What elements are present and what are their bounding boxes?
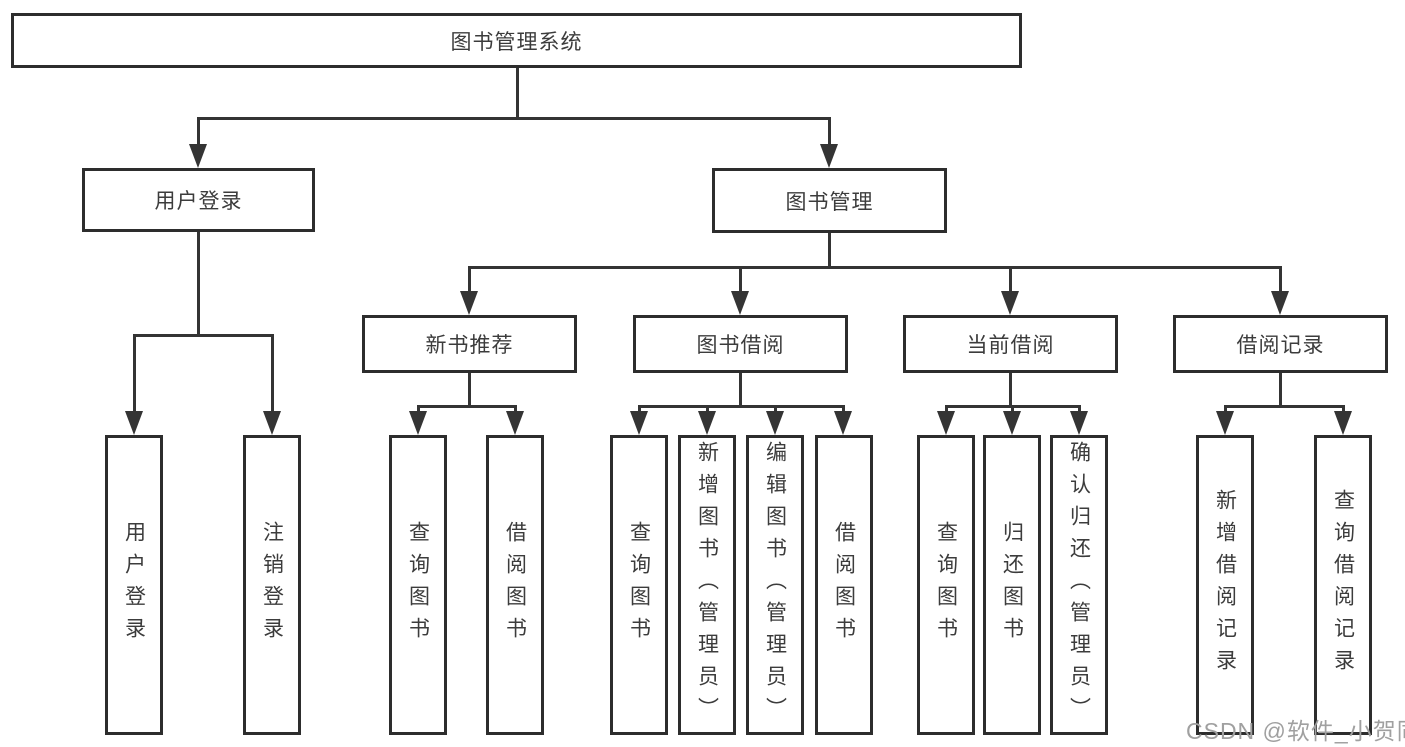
arrow-down-icon [460, 291, 478, 315]
node-leaf-query-borrow-record: 查询借阅记录 [1314, 435, 1372, 735]
node-borrow-record: 借阅记录 [1173, 315, 1388, 373]
arrow-down-icon [1216, 411, 1234, 435]
node-label: 查询借阅记录 [1331, 489, 1355, 681]
connector-group-e-hline [1225, 405, 1343, 408]
node-label: 新增图书（管理员） [695, 441, 719, 729]
node-new-book-recommend: 新书推荐 [362, 315, 577, 373]
arrow-down-icon [263, 411, 281, 435]
node-label: 注销登录 [260, 521, 284, 649]
node-leaf-query-book-3: 查询图书 [917, 435, 975, 735]
connector-drop-c3 [774, 405, 777, 413]
connector-drop-d3 [1078, 405, 1081, 413]
connector-book-borrow-stem [739, 373, 742, 408]
connector-drop-book-borrow [739, 266, 742, 292]
node-root-library-system: 图书管理系统 [11, 13, 1022, 68]
connector-drop-d2 [1011, 405, 1014, 413]
node-leaf-query-book-1: 查询图书 [389, 435, 447, 735]
connector-current-borrow-stem [1009, 373, 1012, 408]
arrow-down-icon [409, 411, 427, 435]
arrow-down-icon [820, 144, 838, 168]
arrow-down-icon [630, 411, 648, 435]
connector-level2-hline [468, 266, 1281, 269]
arrow-down-icon [937, 411, 955, 435]
connector-new-book-recommend-stem [468, 373, 471, 408]
connector-group-c-hline [639, 405, 844, 408]
node-label: 查询图书 [627, 521, 651, 649]
connector-drop-d1 [945, 405, 948, 413]
arrow-down-icon [1271, 291, 1289, 315]
connector-root-stem [516, 68, 519, 119]
node-book-management: 图书管理 [712, 168, 947, 233]
node-current-borrow: 当前借阅 [903, 315, 1118, 373]
arrow-down-icon [189, 144, 207, 168]
connector-user-login-stem [197, 232, 200, 336]
node-leaf-borrow-book-1: 借阅图书 [486, 435, 544, 735]
node-label: 借阅图书 [503, 521, 527, 649]
connector-drop-c2 [706, 405, 709, 413]
node-label: 用户登录 [122, 521, 146, 649]
node-label: 用户登录 [154, 190, 243, 213]
connector-drop-new-book-recommend [468, 266, 471, 292]
connector-drop-e1 [1224, 405, 1227, 413]
node-label: 查询图书 [934, 521, 958, 649]
connector-drop-leaf-user-login [133, 334, 136, 412]
node-leaf-edit-book-admin: 编辑图书（管理员） [746, 435, 804, 735]
arrow-down-icon [1003, 411, 1021, 435]
arrow-down-icon [1070, 411, 1088, 435]
csdn-watermark: CSDN @软件_小贺同学 [1186, 718, 1405, 744]
connector-drop-book-management [828, 117, 831, 147]
connector-drop-b2 [514, 405, 517, 413]
connector-drop-leaf-logout [271, 334, 274, 412]
connector-drop-c4 [842, 405, 845, 413]
connector-user-login-hline [133, 334, 273, 337]
arrow-down-icon [1001, 291, 1019, 315]
node-label: 借阅图书 [832, 521, 856, 649]
node-label: 新书推荐 [425, 334, 514, 357]
node-label: 图书管理系统 [450, 30, 583, 54]
node-label: 图书管理 [785, 190, 874, 214]
connector-drop-current-borrow [1009, 266, 1012, 292]
connector-drop-b1 [417, 405, 420, 413]
node-leaf-user-login: 用户登录 [105, 435, 163, 735]
node-label: 新增借阅记录 [1213, 489, 1237, 681]
node-label: 当前借阅 [966, 334, 1055, 357]
connector-drop-user-login [197, 117, 200, 147]
node-label: 编辑图书（管理员） [763, 441, 787, 729]
node-leaf-borrow-book-2: 借阅图书 [815, 435, 873, 735]
node-leaf-logout: 注销登录 [243, 435, 301, 735]
arrow-down-icon [731, 291, 749, 315]
node-leaf-confirm-return-admin: 确认归还（管理员） [1050, 435, 1108, 735]
connector-borrow-record-stem [1279, 373, 1282, 408]
connector-drop-e2 [1342, 405, 1345, 413]
node-label: 借阅记录 [1236, 334, 1325, 357]
arrow-down-icon [125, 411, 143, 435]
arrow-down-icon [834, 411, 852, 435]
connector-drop-c1 [638, 405, 641, 413]
node-label: 图书借阅 [696, 334, 785, 357]
connector-group-b-hline [418, 405, 515, 408]
node-leaf-return-book: 归还图书 [983, 435, 1041, 735]
node-leaf-add-book-admin: 新增图书（管理员） [678, 435, 736, 735]
arrow-down-icon [506, 411, 524, 435]
connector-book-management-stem [828, 233, 831, 268]
node-user-login: 用户登录 [82, 168, 315, 232]
connector-level1-hline [197, 117, 831, 120]
node-label: 查询图书 [406, 521, 430, 649]
node-label: 归还图书 [1000, 521, 1024, 649]
arrow-down-icon [1334, 411, 1352, 435]
connector-drop-borrow-record [1279, 266, 1282, 292]
node-book-borrow: 图书借阅 [633, 315, 848, 373]
node-label: 确认归还（管理员） [1067, 441, 1091, 729]
node-leaf-query-book-2: 查询图书 [610, 435, 668, 735]
arrow-down-icon [698, 411, 716, 435]
arrow-down-icon [766, 411, 784, 435]
node-leaf-add-borrow-record: 新增借阅记录 [1196, 435, 1254, 735]
